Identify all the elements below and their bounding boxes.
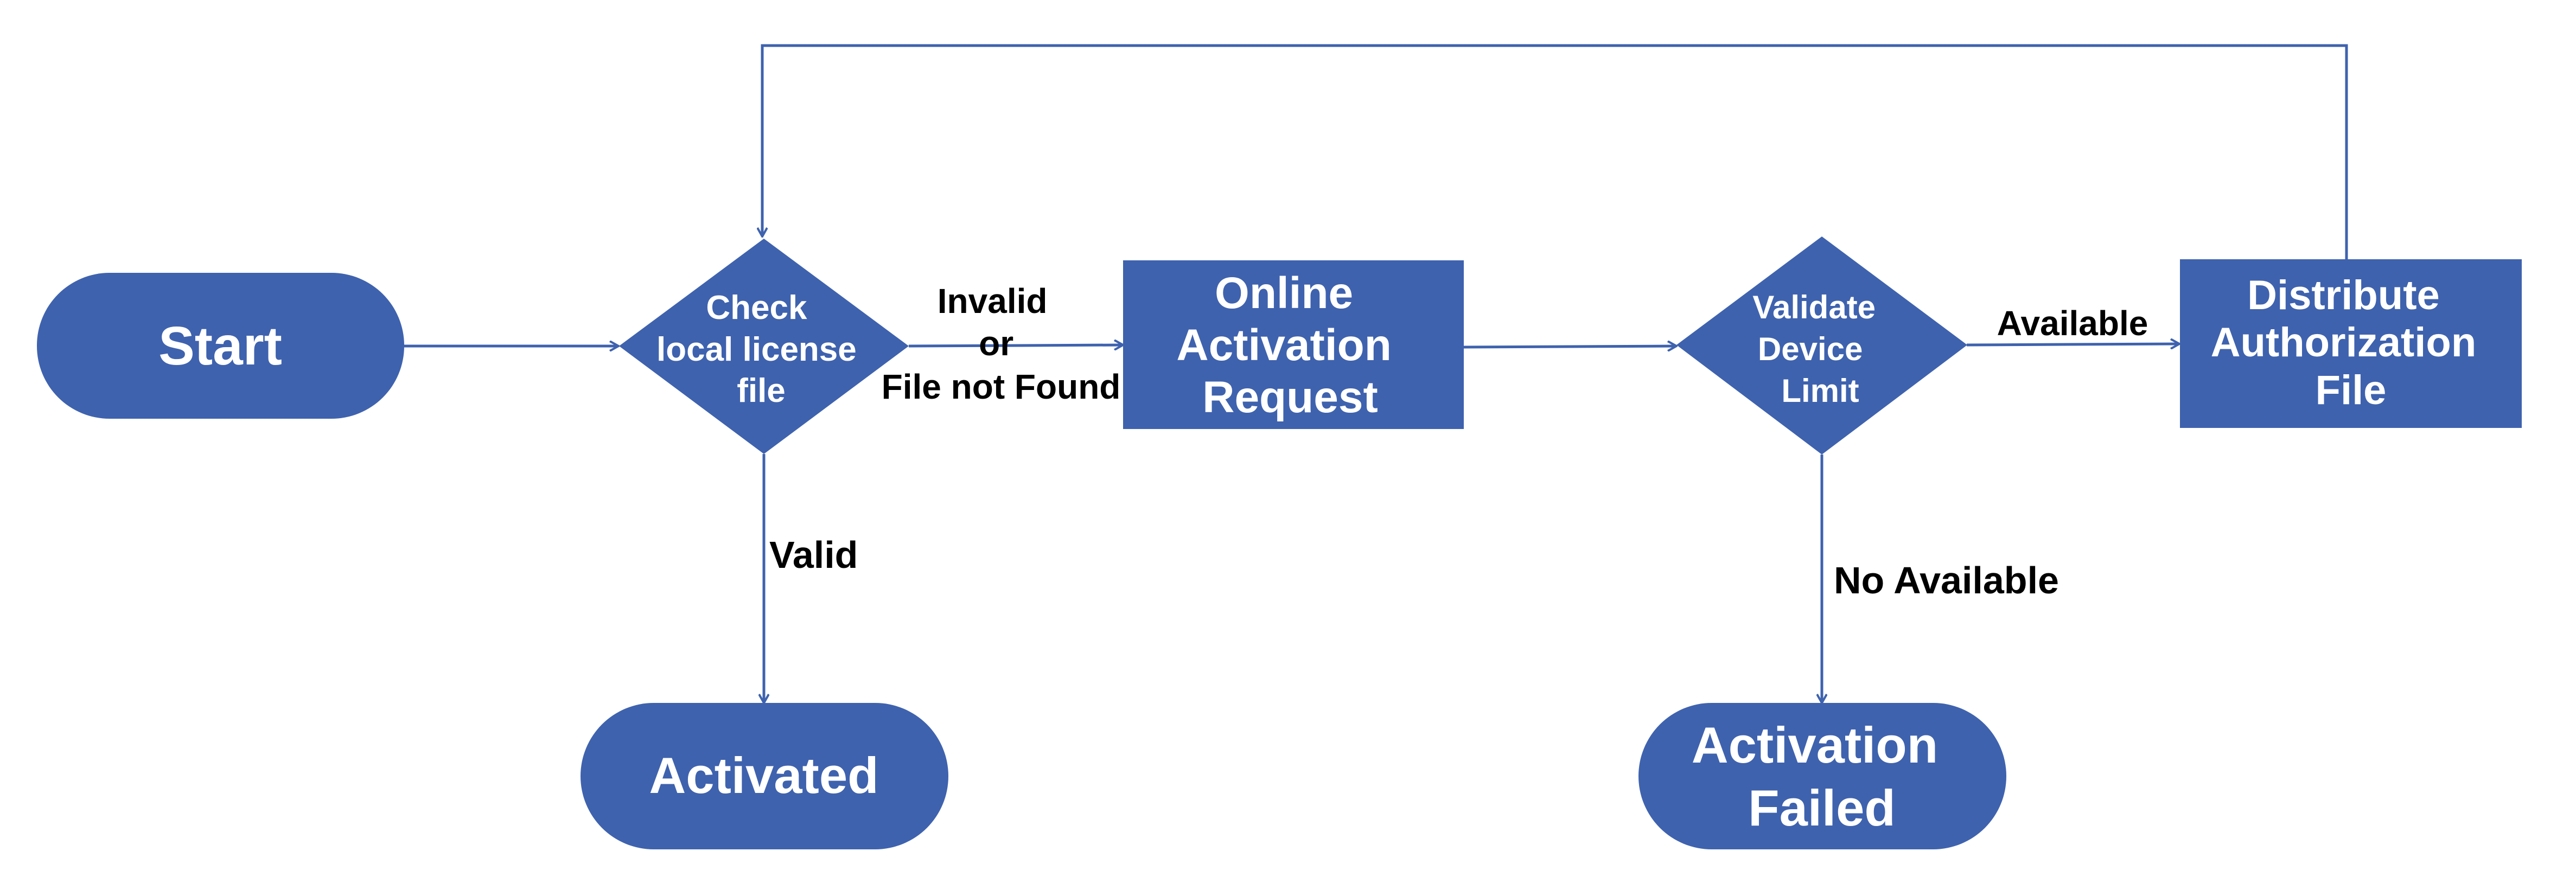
svg-text:Activation Failed: Activation Failed (1692, 716, 1953, 836)
edge-validate-to-distribute (1966, 344, 2179, 345)
label-no-available: No Available (1834, 559, 2059, 601)
svg-text:Check local license: Check local license file (656, 289, 866, 409)
edge-labels: Invalid or File not Found Available Vali… (769, 281, 2148, 601)
distribute-authorization-file-process: Distribute Authorization File (2180, 259, 2522, 428)
online-activation-request-process: Online Activation Request (1123, 260, 1464, 429)
activated-node: Activated (581, 703, 948, 849)
svg-text:Start: Start (158, 316, 282, 376)
edge-check-to-online (908, 345, 1123, 346)
edge-distribute-to-check (762, 44, 2348, 259)
svg-text:Validate Device: Validate Device Limit (1752, 289, 1884, 409)
validate-device-limit-decision: Validate Device Limit (1676, 236, 1967, 455)
svg-text:Online Activation: Online Activation Request (1176, 268, 1404, 422)
edges (404, 44, 2348, 703)
edge-online-to-validate (1463, 346, 1676, 347)
check-license-decision: Check local license file (619, 239, 909, 454)
nodes: Start Check local license file Online Ac… (37, 236, 2522, 849)
label-available: Available (1997, 304, 2148, 343)
svg-text:Activated: Activated (649, 747, 878, 804)
svg-text:Distribute Authorizati: Distribute Authorization File (2211, 272, 2488, 413)
label-invalid-or-not-found: Invalid or File not Found (882, 281, 1121, 406)
label-valid: Valid (769, 534, 858, 576)
activation-failed-node: Activation Failed (1638, 703, 2006, 849)
start-node: Start (37, 273, 404, 419)
